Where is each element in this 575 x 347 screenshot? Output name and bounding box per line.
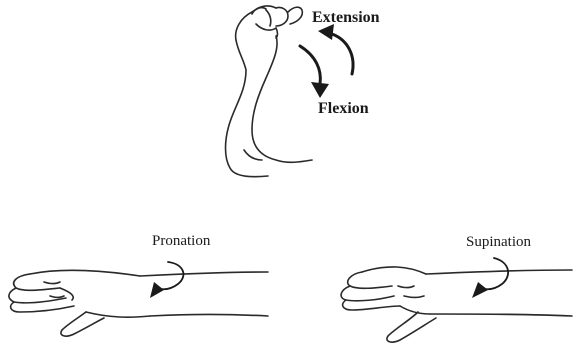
- supination-arrow: [472, 258, 508, 298]
- extension-label: Extension: [312, 9, 380, 27]
- flexed-arm: [226, 6, 313, 177]
- flexion-label: Flexion: [318, 100, 369, 118]
- pronation-label: Pronation: [152, 233, 210, 250]
- pronated-forearm: [9, 270, 268, 336]
- supination-label: Supination: [466, 234, 531, 251]
- flexion-arrow: [300, 46, 329, 98]
- pronation-arrow: [150, 262, 183, 298]
- supinated-forearm: [341, 267, 572, 342]
- extension-arrow: [318, 24, 353, 74]
